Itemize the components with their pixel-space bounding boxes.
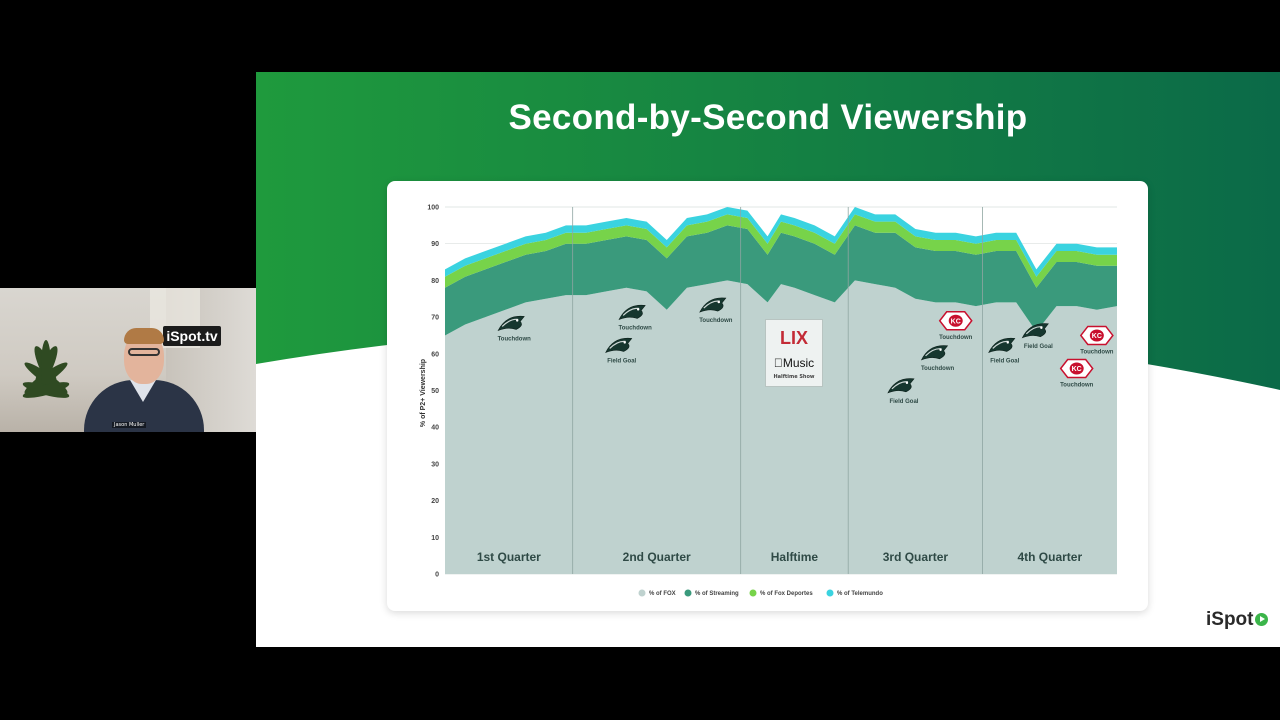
plant-image (22, 340, 70, 398)
quarter-label: 2nd Quarter (623, 550, 691, 564)
eagles-logo-annotation: Touchdown (618, 304, 653, 331)
eagle-eye-icon (1006, 341, 1009, 344)
slide-title: Second-by-Second Viewership (508, 98, 1028, 137)
y-tick-label: 100 (427, 205, 439, 212)
quarter-label: 3rd Quarter (883, 550, 949, 564)
y-tick-label: 30 (431, 461, 439, 468)
y-axis-label: % of P2+ Viewership (420, 359, 427, 427)
chiefs-logo-annotation: KC Touchdown (1059, 358, 1094, 388)
legend-label: % of FOX (649, 591, 676, 597)
legend-label: % of Streaming (695, 591, 739, 597)
y-tick-label: 60 (431, 351, 439, 358)
legend-swatch (684, 589, 692, 597)
y-tick-label: 0 (435, 572, 439, 579)
eagles-logo-annotation: Field Goal (988, 337, 1020, 364)
y-tick-label: 40 (431, 425, 439, 432)
annotation-label: Field Goal (990, 358, 1019, 364)
eagles-logo-annotation: Touchdown (699, 297, 733, 324)
chiefs-center-icon (1069, 362, 1084, 375)
legend-label: % of Telemundo (837, 591, 883, 597)
annotation-label: Touchdown (921, 366, 955, 372)
quarter-label: 1st Quarter (477, 550, 541, 564)
eagles-logo-annotation: Field Goal (605, 337, 637, 364)
chiefs-center-icon (948, 314, 963, 327)
chiefs-center-icon (1089, 329, 1104, 342)
annotation-label: Field Goal (1024, 344, 1053, 350)
annotation-label: Field Goal (607, 358, 636, 364)
eagles-logo-annotation: Field Goal (1021, 323, 1053, 350)
chiefs-logo-annotation: KC Touchdown (1079, 325, 1114, 355)
eagle-eye-icon (623, 341, 626, 344)
area-layer (445, 207, 1117, 574)
eagle-eye-icon (636, 308, 640, 311)
eagles-logo-annotation: Touchdown (920, 345, 955, 372)
y-tick-label: 10 (431, 535, 439, 542)
annotation-label: Touchdown (1060, 382, 1094, 388)
participant-name: Jason Muller (112, 422, 147, 428)
eagle-eye-icon (717, 300, 720, 304)
y-tick-label: 90 (431, 241, 439, 248)
legend-swatch (749, 589, 757, 597)
eagle-eye-icon (939, 348, 942, 351)
super-bowl-logo: LIX (779, 328, 808, 348)
eagle-eye-icon (905, 381, 909, 385)
quarter-label: 4th Quarter (1017, 550, 1082, 564)
chiefs-monogram-icon: KC (951, 318, 961, 325)
halftime-caption: Halftime Show (773, 374, 815, 380)
y-tick-label: 80 (431, 278, 439, 285)
annotation-label: Touchdown (699, 318, 733, 324)
ispot-logo: iSpot (1206, 609, 1268, 631)
eagle-eye-icon (1040, 326, 1043, 329)
participant-hair (124, 328, 164, 344)
webcam-tile[interactable]: iSpot.tv Jason Muller (0, 288, 256, 432)
annotation-label: Touchdown (939, 335, 973, 341)
legend-label: % of Fox Deportes (760, 591, 813, 597)
quarter-dividers (572, 207, 983, 574)
y-tick-label: 50 (431, 388, 439, 395)
eagles-logo-annotation: Field Goal (887, 378, 919, 405)
eagles-logo-annotation: Touchdown (497, 315, 532, 342)
shared-slide: Second-by-Second Viewership 0 10 20 30 40 50 6… (256, 72, 1280, 647)
y-tick-labels: 0 10 20 30 40 50 60 70 80 90 100 (427, 205, 439, 579)
annotation-label: Touchdown (619, 325, 653, 331)
annotation-label: Field Goal (889, 399, 918, 405)
quarter-labels: 1st Quarter 2nd Quarter Halftime 3rd Quarte… (477, 550, 1083, 564)
annotation-label: Touchdown (1080, 349, 1114, 355)
halftime-show-badge: LIX Music Halftime Show (765, 319, 823, 387)
series-area-2 (445, 214, 1117, 288)
series-area-3 (445, 207, 1117, 277)
play-icon (1254, 613, 1268, 626)
legend-swatch (826, 589, 834, 597)
chiefs-monogram-icon: KC (1072, 366, 1082, 373)
viewership-chart: 0 10 20 30 40 50 60 70 80 90 100 % of P2+ Viewersh… (420, 205, 1117, 597)
y-tick-label: 20 (431, 498, 439, 505)
series-area-1 (445, 225, 1117, 336)
chiefs-monogram-icon: KC (1092, 333, 1102, 340)
eagle-eye-icon (516, 319, 519, 322)
y-tick-label: 70 (431, 315, 439, 322)
legend: % of FOX % of Streaming % of Fox Deportes%… (638, 589, 883, 597)
chart-card: 0 10 20 30 40 50 60 70 80 90 100 % of P2+ Viewersh… (387, 181, 1148, 611)
apple-music-logo: Music (774, 356, 814, 370)
legend-swatch (638, 589, 646, 597)
quarter-label: Halftime (771, 550, 819, 564)
wall-sign: iSpot.tv (163, 326, 221, 346)
chiefs-logo-annotation: KC Touchdown (938, 311, 973, 341)
series-area-0 (445, 280, 1117, 574)
participant-glasses (128, 348, 160, 356)
annotation-label: Touchdown (498, 336, 532, 342)
